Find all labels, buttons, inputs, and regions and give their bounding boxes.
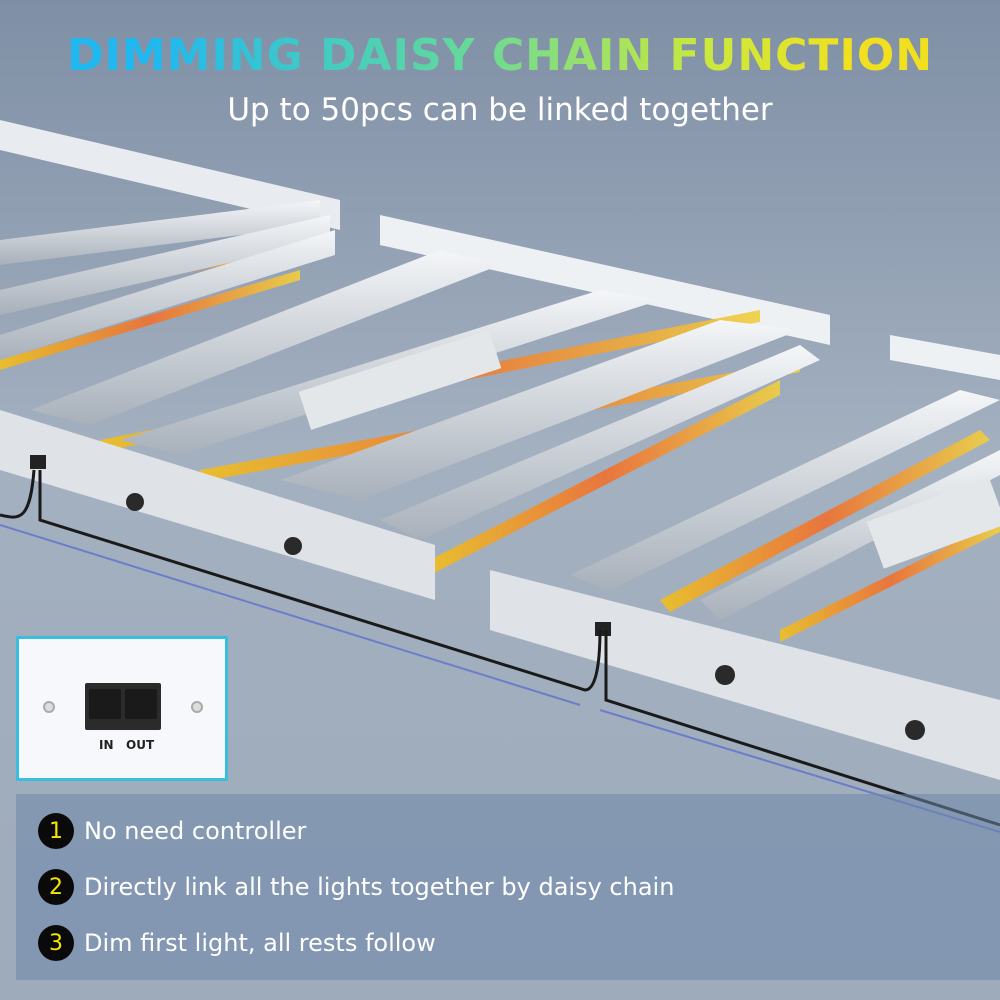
page-title: DIMMING DAISY CHAIN FUNCTION (0, 30, 1000, 81)
feature-item: 2 Directly link all the lights together b… (38, 869, 674, 905)
feature-list: 1 No need controller 2 Directly link all t… (16, 794, 1000, 980)
light-fixture-3 (490, 335, 1000, 780)
screw-icon (191, 701, 203, 713)
light-fixture-1 (0, 120, 340, 370)
rj-jack-pair (85, 683, 161, 730)
feature-item: 3 Dim first light, all rests follow (38, 925, 436, 961)
number-badge: 3 (38, 925, 74, 961)
feature-text: No need controller (84, 817, 307, 845)
feature-text: Dim first light, all rests follow (84, 929, 436, 957)
out-port-label: OUT (126, 738, 155, 752)
feature-text: Directly link all the lights together by… (84, 873, 675, 901)
page-subtitle: Up to 50pcs can be linked together (227, 92, 773, 128)
rj-port-closeup: IN OUT (16, 636, 228, 781)
daisy-chain-cable (0, 469, 1000, 827)
feature-item: 1 No need controller (38, 813, 306, 849)
light-fixture-2 (0, 215, 830, 600)
number-badge: 2 (38, 869, 74, 905)
screw-icon (43, 701, 55, 713)
number-badge: 1 (38, 813, 74, 849)
in-port-label: IN (99, 738, 114, 752)
